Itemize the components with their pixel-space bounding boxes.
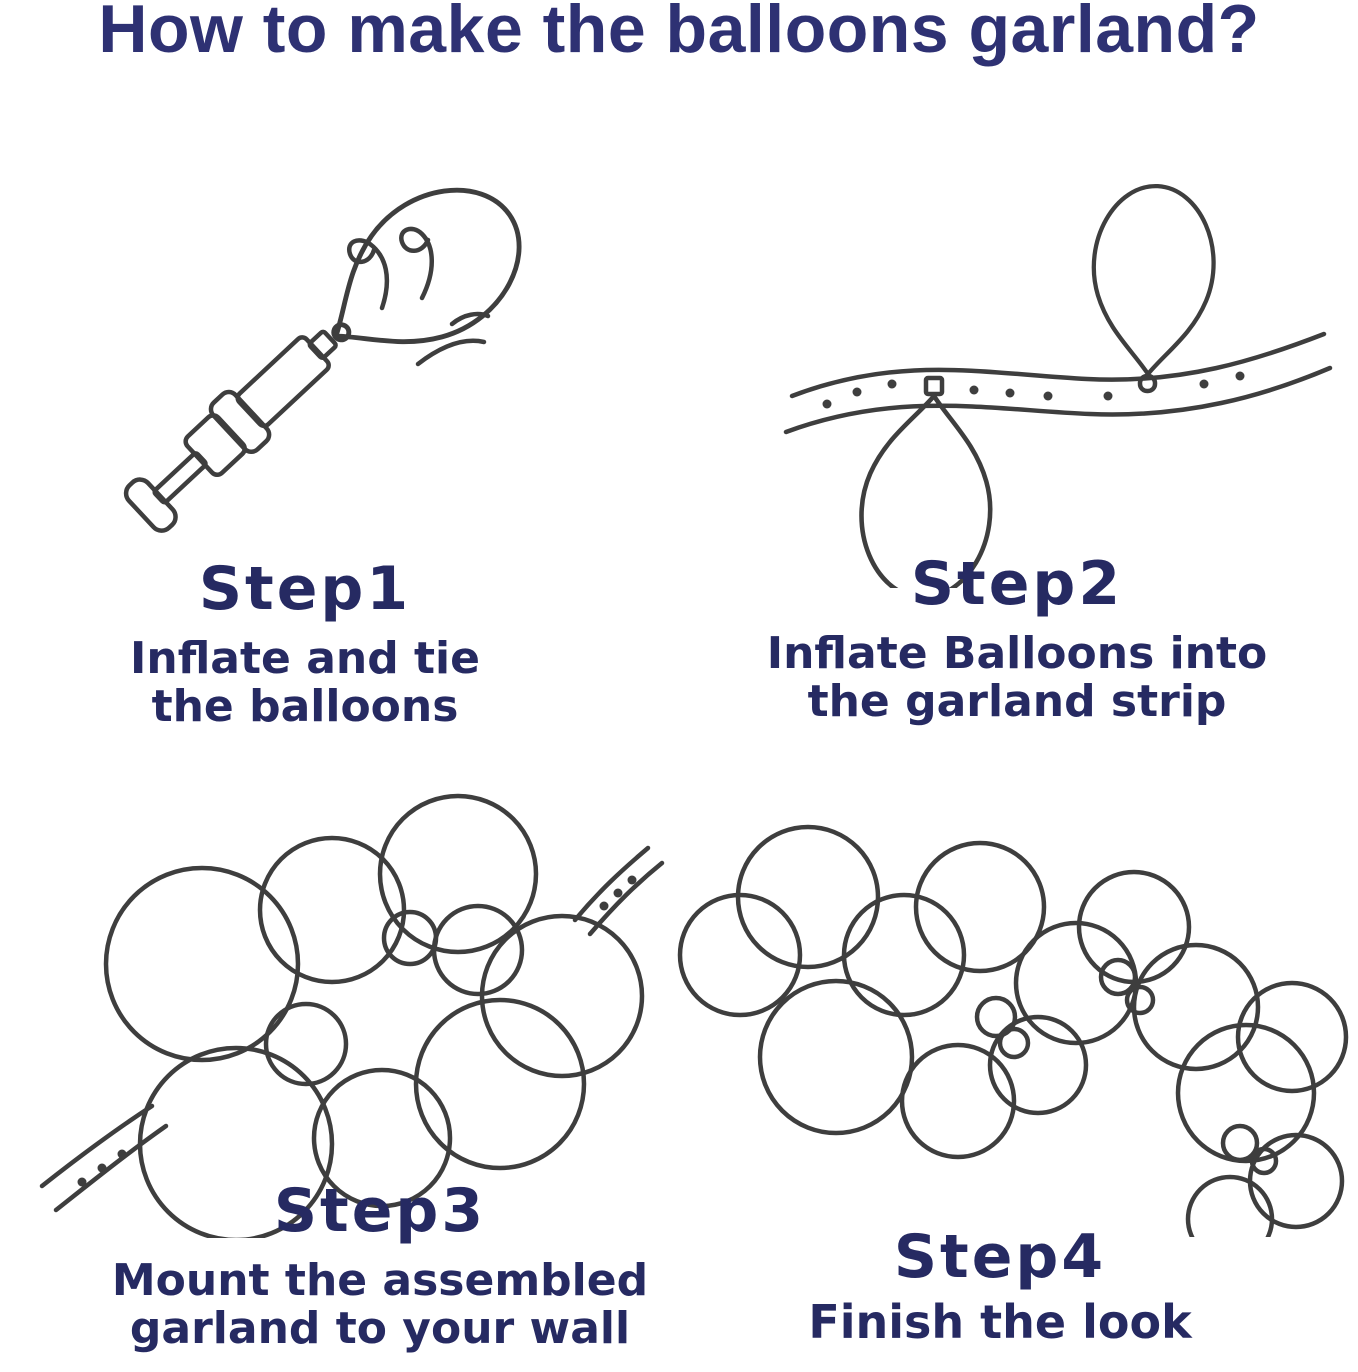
step4-heading: Step4 bbox=[893, 1222, 1107, 1292]
balloons-on-strip-illustration bbox=[752, 128, 1352, 588]
balloon-pump-illustration bbox=[100, 120, 660, 570]
step2-description: Inflate Balloons into the garland strip bbox=[752, 628, 1282, 728]
step1-heading: Step1 bbox=[198, 554, 412, 624]
step1-description: Inflate and tie the balloons bbox=[95, 633, 515, 733]
step2-description-line2: the garland strip bbox=[807, 676, 1227, 728]
step1-description-line2: the balloons bbox=[151, 681, 459, 733]
step3-description-line1: Mount the assembled bbox=[111, 1255, 649, 1306]
step1-description-line1: Inflate and tie bbox=[130, 633, 480, 684]
balloon-pump-icon bbox=[123, 187, 522, 533]
finished-garland-illustration bbox=[640, 795, 1358, 1237]
step2-description-line1: Inflate Balloons into bbox=[766, 628, 1268, 679]
step2-heading: Step2 bbox=[910, 549, 1124, 619]
step4-block: Step4 Finish the look bbox=[745, 1226, 1255, 1348]
assembled-garland-icon bbox=[39, 793, 665, 1238]
step3-description-line2: garland to your wall bbox=[129, 1303, 631, 1355]
finished-garland-icon bbox=[677, 824, 1349, 1237]
assembled-garland-illustration bbox=[30, 758, 670, 1238]
step4-description: Finish the look bbox=[745, 1297, 1255, 1348]
step4-description-line1: Finish the look bbox=[808, 1295, 1192, 1349]
step1-block: Step1 Inflate and tie the balloons bbox=[95, 558, 515, 732]
step3-description: Mount the assembled garland to your wall bbox=[90, 1255, 670, 1355]
balloons-on-strip-icon bbox=[783, 184, 1333, 588]
step3-block: Step3 Mount the assembled garland to you… bbox=[90, 1180, 670, 1354]
step2-block: Step2 Inflate Balloons into the garland … bbox=[752, 553, 1282, 727]
step3-heading: Step3 bbox=[273, 1176, 487, 1246]
page-title: How to make the balloons garland? bbox=[98, 0, 1260, 67]
